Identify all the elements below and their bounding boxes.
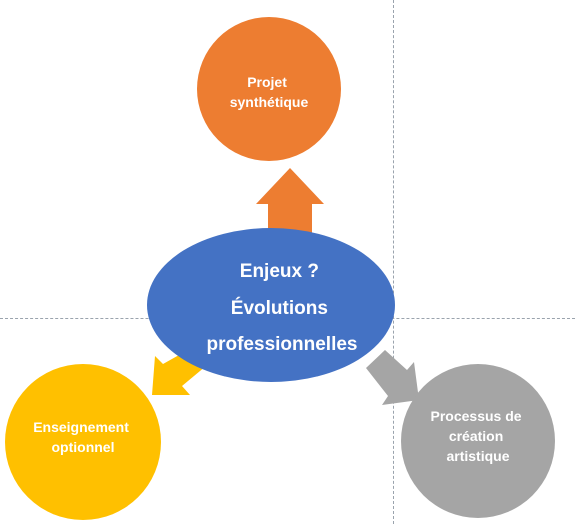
left-node-circle xyxy=(5,364,161,520)
top-node-circle xyxy=(197,17,341,161)
right-node-label-line-2: création xyxy=(449,428,503,444)
center-node-label-line-2: Évolutions xyxy=(231,297,328,319)
arrow-to-top-node xyxy=(256,168,324,238)
arrow-to-right-node xyxy=(366,350,419,405)
center-node-ellipse xyxy=(147,228,395,382)
svg-text:Enseignement optionnel: Enseignement optionnel xyxy=(33,419,133,455)
left-node: Enseignement optionnel xyxy=(5,364,161,520)
center-node-label-line-3: professionnelles xyxy=(207,334,358,355)
svg-text:Processus de création: Processus de création artistique xyxy=(431,408,526,464)
vertical-guide-line xyxy=(393,0,394,524)
center-node: Enjeux ? Évolutions professionnelles xyxy=(147,228,395,382)
left-node-label-line-1: Enseignement xyxy=(33,419,129,435)
top-node-label-line-2: synthétique xyxy=(230,94,309,110)
svg-text:Projet synthétique: Projet synthétique xyxy=(230,74,309,110)
center-node-label-line-1: Enjeux ? xyxy=(240,261,319,282)
svg-text:Enjeux ? Évolutions: Enjeux ? Évolutions professionnelles xyxy=(207,261,358,355)
top-node: Projet synthétique xyxy=(197,17,341,161)
right-node-label-line-3: artistique xyxy=(446,448,509,464)
top-node-label-line-1: Projet xyxy=(247,74,287,90)
right-node-circle xyxy=(401,364,555,518)
right-node: Processus de création artistique xyxy=(401,364,555,518)
right-node-label-line-1: Processus de xyxy=(431,408,522,424)
left-node-label-line-2: optionnel xyxy=(52,439,115,455)
